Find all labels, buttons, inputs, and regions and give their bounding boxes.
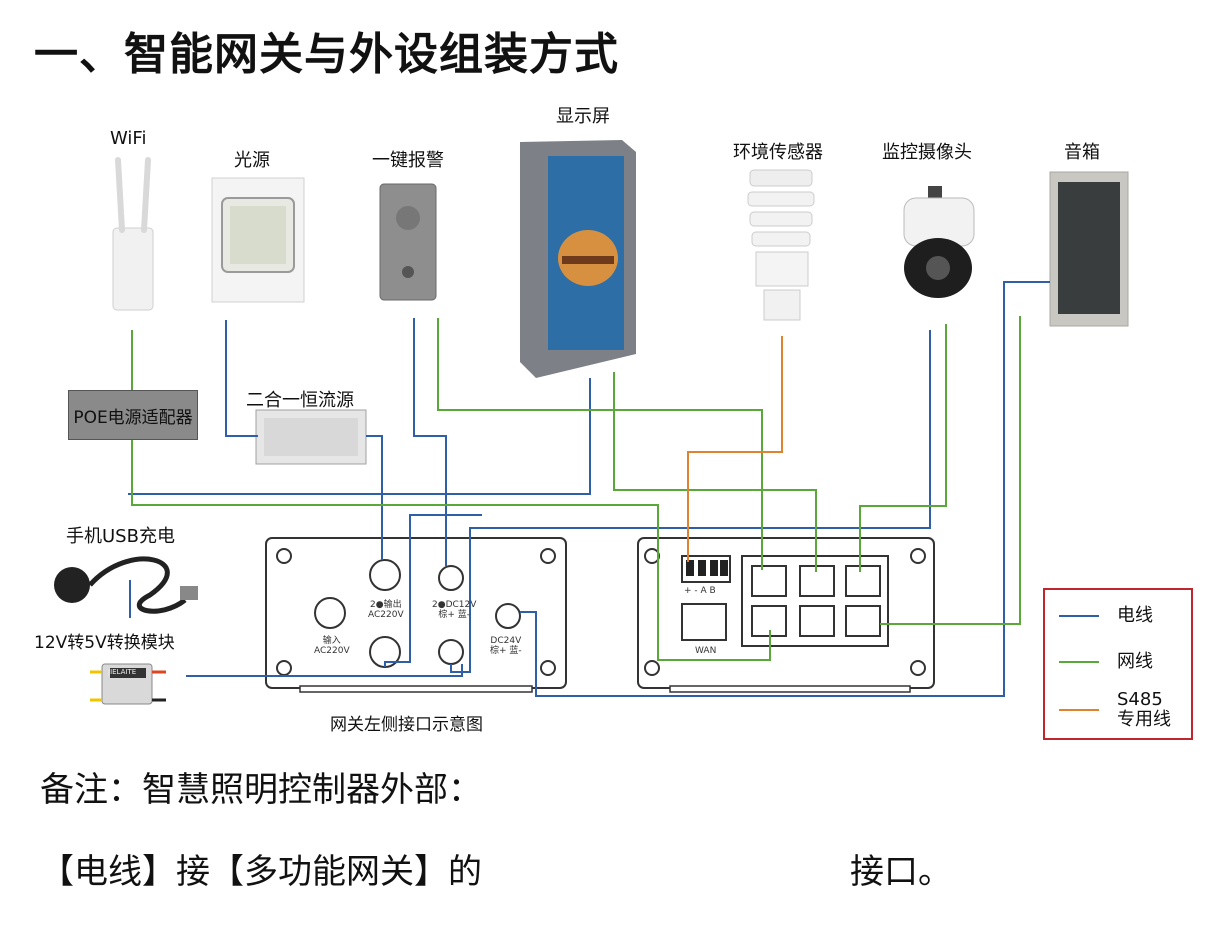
ptz-camera-image [903, 186, 975, 298]
constant-current-driver-image [255, 409, 367, 465]
label-rs485: + - A B [684, 586, 716, 596]
gateway-caption: 网关左侧接口示意图 [330, 715, 483, 735]
note-line-1: 备注：智慧照明控制器外部： [40, 770, 482, 810]
env-sensor-image [747, 169, 815, 321]
legend-item-rs485: S485 专用线 [1059, 690, 1171, 730]
legend-item-power: 电线 [1059, 606, 1153, 626]
power-wires [128, 281, 1050, 697]
wifi-ap-image [112, 157, 154, 311]
converter-module-image [90, 663, 166, 705]
lan-port [751, 565, 787, 597]
legend: 电线 网线 S485 专用线 [1043, 588, 1193, 740]
converter-brand: JIELAITE [108, 668, 137, 676]
port-dc12-2 [438, 639, 464, 665]
lan-port [845, 605, 881, 637]
legend-item-network: 网线 [1059, 652, 1153, 672]
gateway-left-panel [265, 537, 567, 693]
label-display: 显示屏 [556, 106, 610, 127]
lan-port [751, 605, 787, 637]
port-dc12-1 [438, 565, 464, 591]
label-wan: WAN [695, 646, 717, 656]
alarm-panel-image [379, 183, 437, 301]
rs485-wires [687, 336, 783, 562]
page-title: 一、智能网关与外设组装方式 [34, 29, 619, 80]
label-wifi: WiFi [110, 128, 147, 149]
display-screen-image [520, 140, 636, 378]
column-speaker-image [1049, 171, 1129, 327]
label-camera: 监控摄像头 [882, 142, 972, 163]
label-alarm: 一键报警 [372, 150, 444, 171]
label-driver: 二合一恒流源 [246, 390, 354, 411]
gateway-right-panel [637, 537, 935, 693]
note-line-2-suffix: 接口。 [850, 852, 952, 892]
label-env-sensor: 环境传感器 [733, 142, 823, 163]
network-wires [131, 316, 1021, 661]
light-source-image [211, 177, 305, 303]
legend-swatch-rs485 [1059, 709, 1099, 711]
label-speaker: 音箱 [1064, 142, 1100, 163]
port-ac-in [314, 597, 346, 629]
lan-port [799, 605, 835, 637]
label-converter: 12V转5V转换模块 [34, 633, 175, 653]
legend-swatch-network [1059, 661, 1099, 663]
wan-port [681, 603, 727, 641]
port-ac-out-1 [369, 559, 401, 591]
usb-charger-image [54, 556, 198, 614]
label-light-source: 光源 [234, 150, 270, 171]
port-dc24 [495, 603, 521, 629]
poe-adapter-box: POE电源适配器 [68, 390, 198, 440]
note-line-2-prefix: 【电线】接【多功能网关】的 [40, 852, 482, 892]
lan-port [845, 565, 881, 597]
legend-swatch-power [1059, 615, 1099, 617]
label-usb-charge: 手机USB充电 [66, 526, 175, 547]
